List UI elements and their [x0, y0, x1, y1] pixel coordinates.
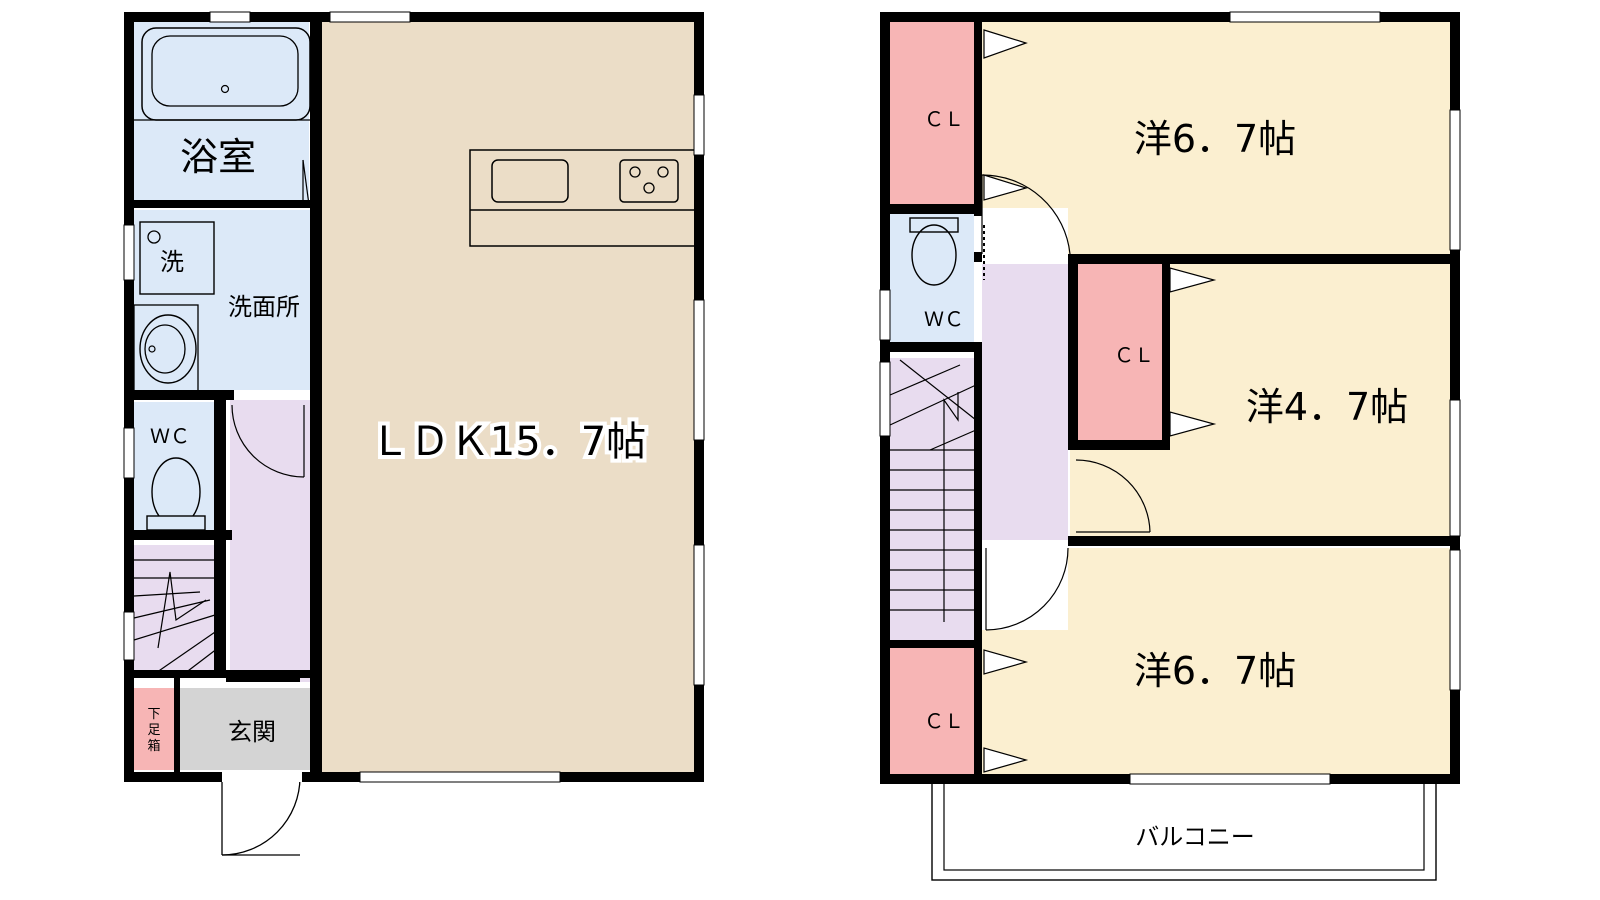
wc2-fill [890, 214, 974, 342]
cl-bottom-fill [890, 648, 974, 776]
shoe-box-char-2: 足 [147, 723, 160, 738]
hall1-fill [230, 400, 314, 682]
hall2-upper-fill [982, 208, 1068, 264]
ldk-label: ＬＤＫ15．7帖 [370, 419, 646, 465]
stair2-fill [890, 358, 974, 640]
wc1-label: ＷＣ [150, 424, 190, 448]
toilet-2-icon [909, 217, 959, 286]
stairs-2-icon [889, 359, 977, 622]
hall2-fill [982, 262, 1068, 540]
washroom-label: 洗面所 [228, 293, 300, 321]
shoe-box-char-1: 下 [147, 707, 160, 722]
shoe-box-char-3: 箱 [147, 738, 160, 754]
cl-bottom-label: ＣＬ [924, 709, 964, 733]
bath-label: 浴室 [180, 135, 256, 179]
floor-1: 浴室 洗 洗面所 ＷＣ ＬＤＫ15．7帖 玄関 下 足 箱 [123, 11, 705, 856]
entrance-fill [180, 688, 314, 770]
room-top-label: 洋6．7帖 [1134, 117, 1296, 161]
stove-icon [619, 159, 679, 203]
stair1-fill [134, 545, 222, 677]
room-mid-label: 洋4．7帖 [1246, 385, 1408, 429]
kitchen-counter [469, 149, 698, 247]
entrance-door [221, 776, 301, 856]
room-bottom-label: 洋6．7帖 [1134, 649, 1296, 693]
cl-top-fill [890, 22, 974, 204]
bathtub-icon [134, 27, 312, 121]
entrance-label: 玄関 [228, 718, 276, 746]
washer-label: 洗 [160, 248, 184, 276]
hall2-lower-fill [982, 540, 1068, 630]
cl-mid-fill [1078, 264, 1162, 440]
cl-mid-label: ＣＬ [1114, 343, 1154, 367]
washroom-fill [134, 210, 312, 390]
floor-2: 洋6．7帖 洋4．7帖 洋6．7帖 ＣＬ ＣＬ ＣＬ ＷＣ バルコニー [879, 11, 1461, 881]
wc2-label: ＷＣ [924, 307, 964, 331]
cl-top-label: ＣＬ [924, 107, 964, 131]
shoe-box-fill [134, 688, 174, 770]
washer-icon [139, 221, 215, 295]
sink-icon [491, 159, 569, 203]
balcony-label: バルコニー [1135, 823, 1255, 851]
ldk-fill [322, 20, 697, 772]
closet-doors [983, 29, 1217, 773]
wc1-fill [134, 402, 222, 530]
